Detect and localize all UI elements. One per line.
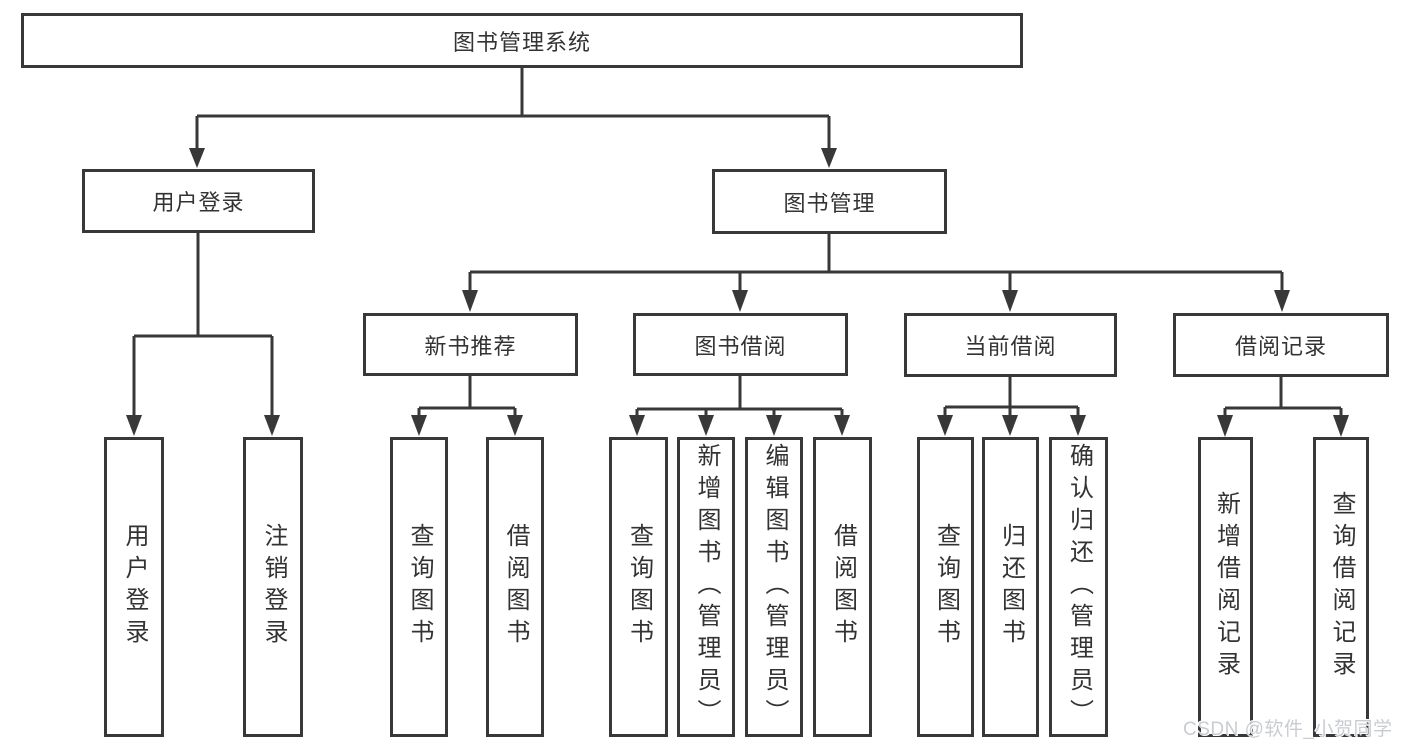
- connector-book-management: [462, 234, 1290, 312]
- connector-new-book-recommend: [411, 376, 523, 436]
- node-current-borrow: 当前借阅: [904, 313, 1117, 377]
- node-new-book-recommend: 新书推荐: [363, 313, 578, 376]
- connector-book-borrow: [629, 376, 850, 436]
- leaf-label: 注销登录: [260, 523, 287, 651]
- leaf-label: 借阅图书: [502, 523, 529, 651]
- node-user-login: 用户登录: [82, 169, 315, 233]
- leaf-label: 编辑图书（管理员）: [761, 443, 788, 731]
- leaf-query-book-recommend: 查询图书: [390, 437, 448, 737]
- leaf-edit-book-admin: 编辑图书（管理员）: [745, 437, 803, 737]
- leaf-query-borrow-record: 查询借阅记录: [1313, 437, 1369, 737]
- leaf-label: 用户登录: [121, 523, 148, 651]
- leaf-label: 新增图书（管理员）: [693, 443, 720, 731]
- leaf-borrow-book-recommend: 借阅图书: [486, 437, 544, 737]
- leaf-label: 查询图书: [406, 523, 433, 651]
- leaf-label: 归还图书: [997, 523, 1025, 651]
- connector-current-borrow: [937, 377, 1086, 436]
- connector-user-login: [126, 233, 280, 436]
- leaf-return-book: 归还图书: [982, 437, 1039, 737]
- leaf-add-book-admin: 新增图书（管理员）: [677, 437, 735, 737]
- node-book-management: 图书管理: [712, 169, 947, 234]
- leaf-borrow-book: 借阅图书: [813, 437, 872, 737]
- leaf-add-borrow-record: 新增借阅记录: [1198, 437, 1253, 737]
- leaf-confirm-return-admin: 确认归还（管理员）: [1049, 437, 1108, 737]
- leaf-user-login: 用户登录: [104, 437, 164, 737]
- leaf-label: 借阅图书: [829, 523, 857, 651]
- leaf-label: 查询借阅记录: [1328, 491, 1355, 683]
- leaf-logout: 注销登录: [243, 437, 303, 737]
- leaf-query-book-borrow: 查询图书: [609, 437, 668, 737]
- node-book-borrow: 图书借阅: [633, 313, 848, 376]
- leaf-label: 确认归还（管理员）: [1065, 443, 1093, 731]
- leaf-label: 查询图书: [932, 523, 960, 651]
- node-borrow-records: 借阅记录: [1173, 313, 1389, 377]
- node-root: 图书管理系统: [21, 13, 1023, 68]
- leaf-query-book-current: 查询图书: [917, 437, 974, 737]
- connector-root: [189, 68, 837, 168]
- connector-borrow-records: [1217, 377, 1349, 437]
- leaf-label: 查询图书: [625, 523, 653, 651]
- csdn-watermark: CSDN @软件_小贺同学: [1183, 719, 1393, 740]
- leaf-label: 新增借阅记录: [1212, 491, 1240, 683]
